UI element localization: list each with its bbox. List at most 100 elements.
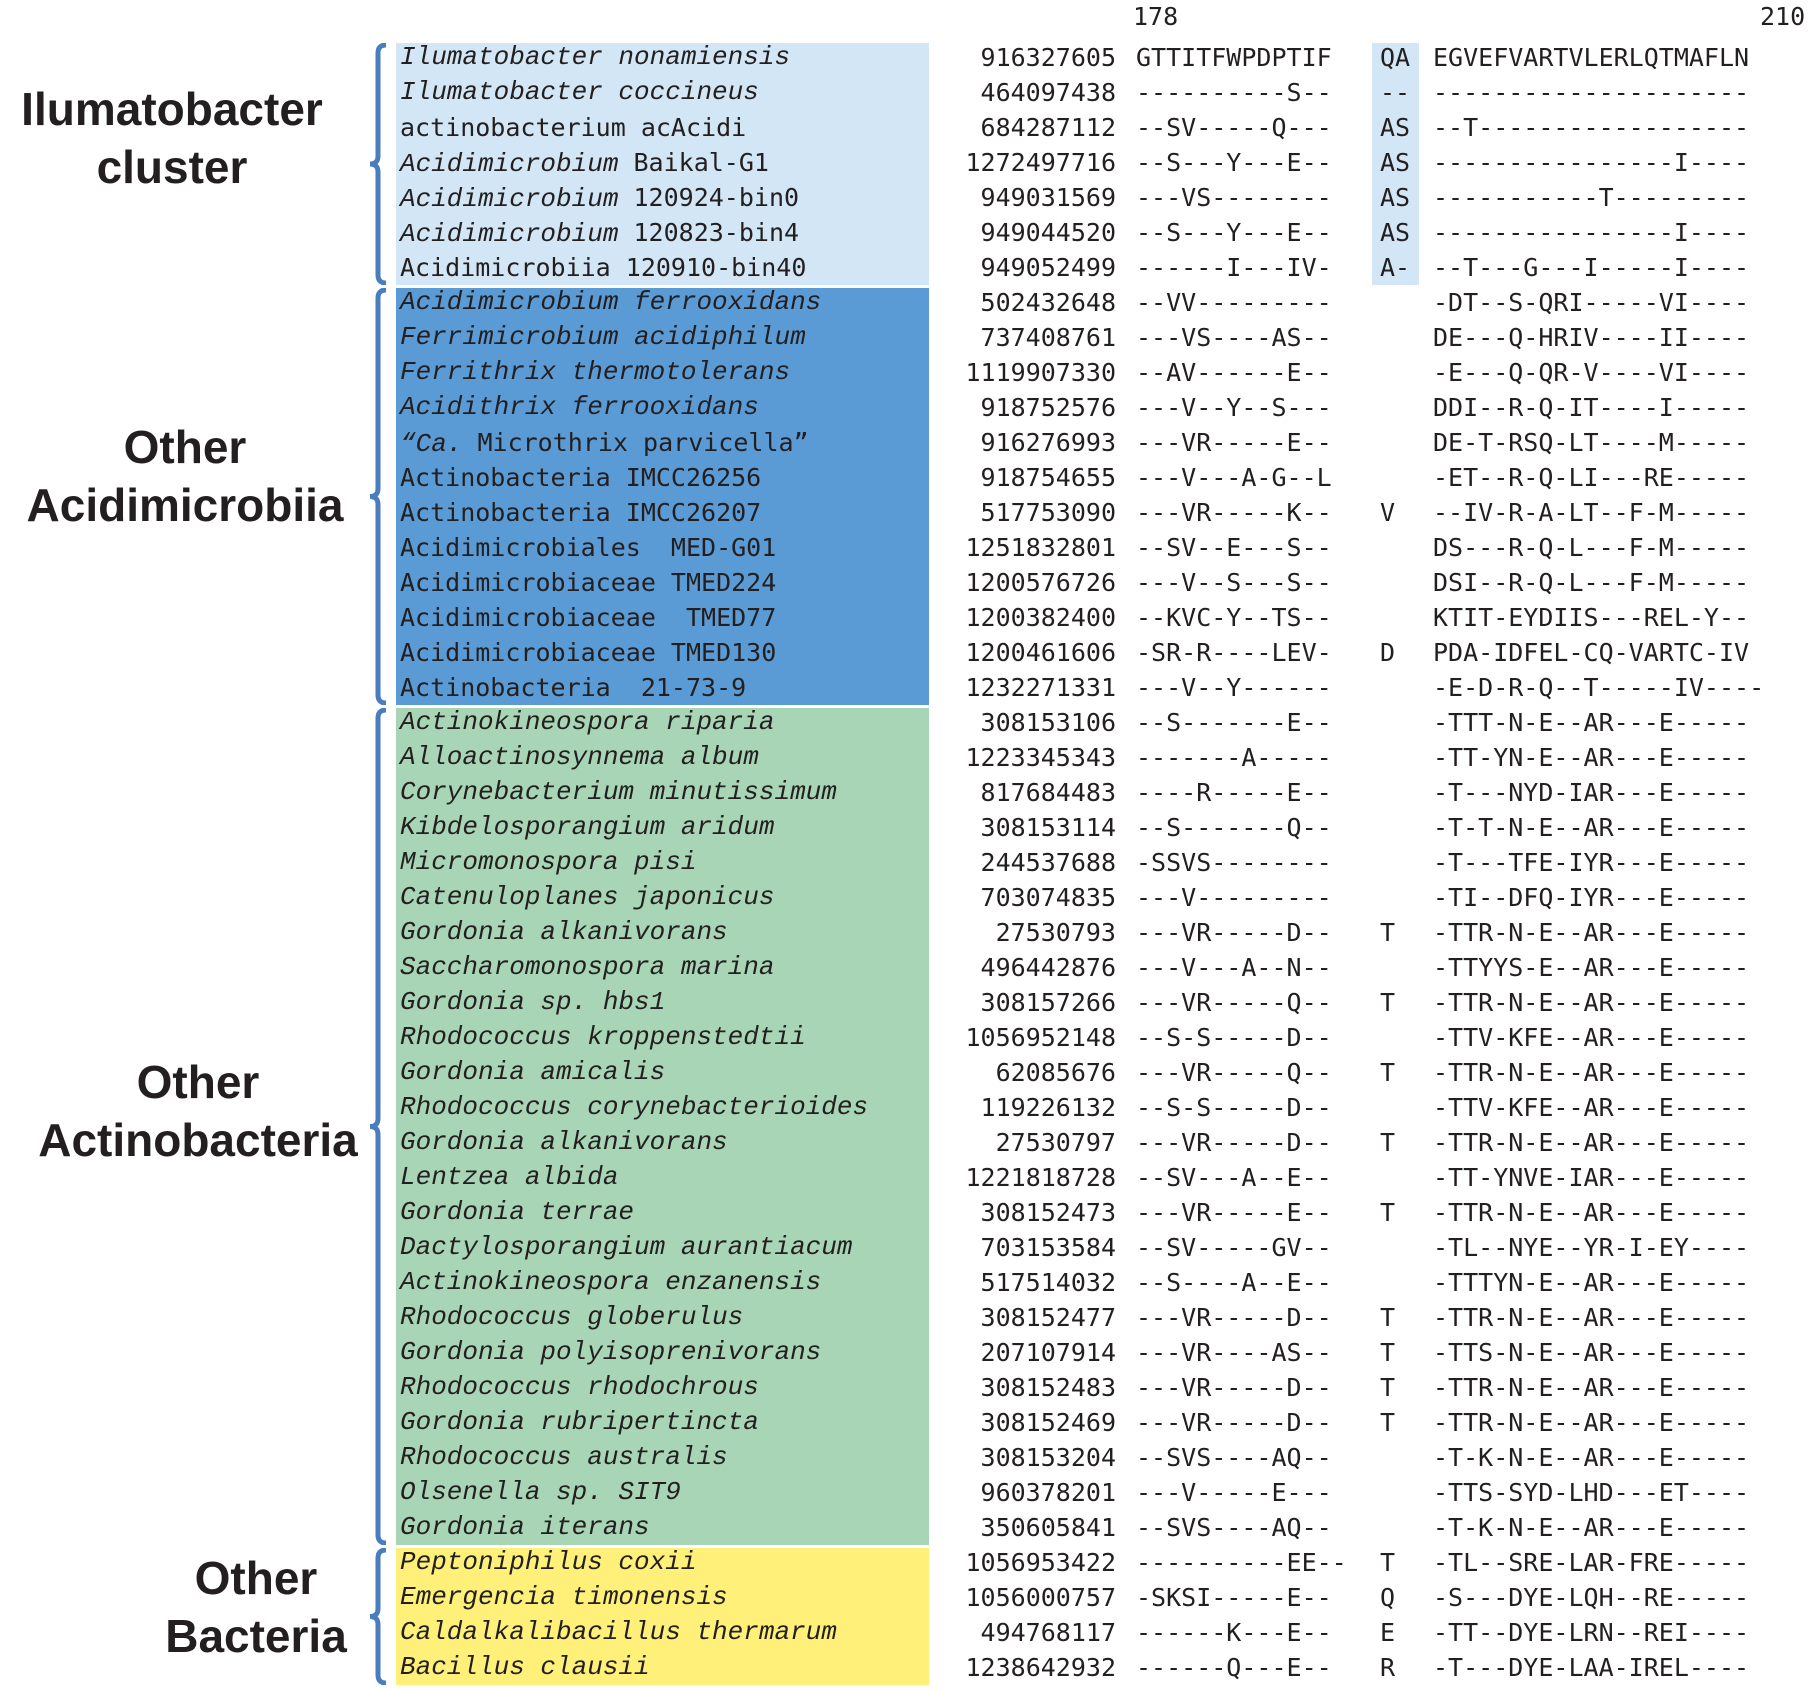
sequence-block-1: ---V-----E--- [1136,1478,1332,1507]
sequence-block-3: PDA-IDFEL-CQ-VARTC-IV [1433,638,1750,667]
sequence-block-1: ---VR-----D-- [1136,918,1332,947]
sequence-block-1: ----------EE-- [1136,1548,1347,1577]
species-name: Gordonia polyisoprenivorans [400,1337,822,1367]
sequence-block-3: -TI--DFQ-IYR---E----- [1433,883,1750,912]
group-label-line: Acidimicrobiia [26,479,344,531]
accession-number: 308152483 [980,1373,1116,1402]
sequence-block-1: ---VS----AS-- [1136,323,1332,352]
species-name: Emergencia timonensis [400,1582,728,1612]
species-name: Rhodococcus corynebacterioides [400,1092,869,1122]
sequence-block-1: --SV-----Q--- [1136,113,1332,142]
species-name: Ilumatobacter coccineus [400,77,759,107]
sequence-block-3: -T-K-N-E--AR---E----- [1433,1443,1750,1472]
sequence-block-2: T [1380,1128,1396,1157]
sequence-block-1: ---V---A-G--L [1136,463,1332,492]
sequence-block-1: ---VR-----D-- [1136,1408,1332,1437]
species-name: Gordonia rubripertincta [400,1407,759,1437]
sequence-block-1: ---VR-----D-- [1136,1373,1332,1402]
accession-number: 517753090 [980,498,1116,527]
species-name: Acidimicrobiaceae TMED77 [400,603,777,632]
sequence-block-3: -TTV-KFE--AR---E----- [1433,1023,1750,1052]
sequence-block-3: -TTR-N-E--AR---E----- [1433,1373,1750,1402]
sequence-block-1: ---VR-----E-- [1136,428,1332,457]
species-name: Acidimicrobiaceae TMED130 [400,638,777,667]
sequence-block-1: ---VR----AS-- [1136,1338,1332,1367]
group-label-line: Other [136,1056,260,1108]
sequence-block-1: ---VR-----D-- [1136,1128,1332,1157]
sequence-block-2: T [1380,918,1396,947]
sequence-block-2: T [1380,1058,1396,1087]
group-bracket [369,43,387,285]
sequence-block-3: -TTR-N-E--AR---E----- [1433,1408,1750,1437]
accession-number: 308152477 [980,1303,1116,1332]
sequence-block-1: ---VR-----E-- [1136,1198,1332,1227]
sequence-block-3: -TTR-N-E--AR---E----- [1433,1303,1750,1332]
species-name: Kibdelosporangium aridum [400,812,775,842]
sequence-block-3: -TTV-KFE--AR---E----- [1433,1093,1750,1122]
accession-number: 918752576 [980,393,1116,422]
sequence-block-1: --S----A--E-- [1136,1268,1332,1297]
sequence-block-2: Q [1380,1583,1396,1612]
sequence-block-3: -T---NYD-IAR---E----- [1433,778,1750,807]
sequence-block-1: --S---Y---E-- [1136,148,1332,177]
species-name: Actinobacteria 21-73-9 [400,673,747,702]
sequence-block-3: KTIT-EYDIIS---REL-Y-- [1433,603,1750,632]
accession-number: 737408761 [980,323,1116,352]
alignment-row: Olsenella sp. SIT9 960378201 ---V-----E---… [0,1475,1808,1510]
sequence-block-1: -SSVS-------- [1136,848,1332,877]
species-name: Saccharomonospora marina [400,952,775,982]
sequence-block-1: -SR-R----LEV- [1136,638,1332,667]
accession-number: 308153106 [980,708,1116,737]
accession-number: 502432648 [980,288,1116,317]
accession-number: 27530793 [995,918,1116,947]
sequence-block-3: --T------------------ [1433,113,1750,142]
group-label-line: Actinobacteria [38,1114,358,1166]
species-name: Lentzea albida [400,1162,619,1192]
species-name: Olsenella sp. SIT9 [400,1477,681,1507]
accession-number: 308157266 [980,988,1116,1017]
sequence-block-1: --SV-----GV-- [1136,1233,1332,1262]
sequence-block-1: --S---Y---E-- [1136,218,1332,247]
accession-number: 496442876 [980,953,1116,982]
sequence-block-2: AS [1380,113,1411,142]
sequence-block-1: ----------S-- [1136,78,1332,107]
accession-number: 1056953422 [965,1548,1116,1577]
sequence-block-1: --VV--------- [1136,288,1332,317]
sequence-block-3: -TTR-N-E--AR---E----- [1433,918,1750,947]
sequence-block-2: D [1380,638,1396,667]
species-name: Catenuloplanes japonicus [400,882,775,912]
sequence-block-1: -SKSI-----E-- [1136,1583,1332,1612]
sequence-block-3: -T-T-N-E--AR---E----- [1433,813,1750,842]
accession-number: 817684483 [980,778,1116,807]
species-name: Ilumatobacter nonamiensis [400,42,791,72]
accession-number: 960378201 [980,1478,1116,1507]
sequence-block-3: -E---Q-QR-V----VI---- [1433,358,1750,387]
sequence-block-1: --S-------E-- [1136,708,1332,737]
group-bracket [369,288,387,705]
position-end-label: 210 [1760,2,1806,31]
accession-number: 308152473 [980,1198,1116,1227]
sequence-block-1: --SV--E---S-- [1136,533,1332,562]
sequence-block-3: DE---Q-HRIV----II---- [1433,323,1750,352]
accession-number: 1221818728 [965,1163,1116,1192]
accession-number: 1119907330 [965,358,1116,387]
sequence-block-3: -TTR-N-E--AR---E----- [1433,1128,1750,1157]
sequence-block-1: --S-------Q-- [1136,813,1332,842]
sequence-block-2: T [1380,988,1396,1017]
accession-number: 916327605 [980,43,1116,72]
sequence-block-3: ----------------I---- [1433,218,1750,247]
accession-number: 1223345343 [965,743,1116,772]
